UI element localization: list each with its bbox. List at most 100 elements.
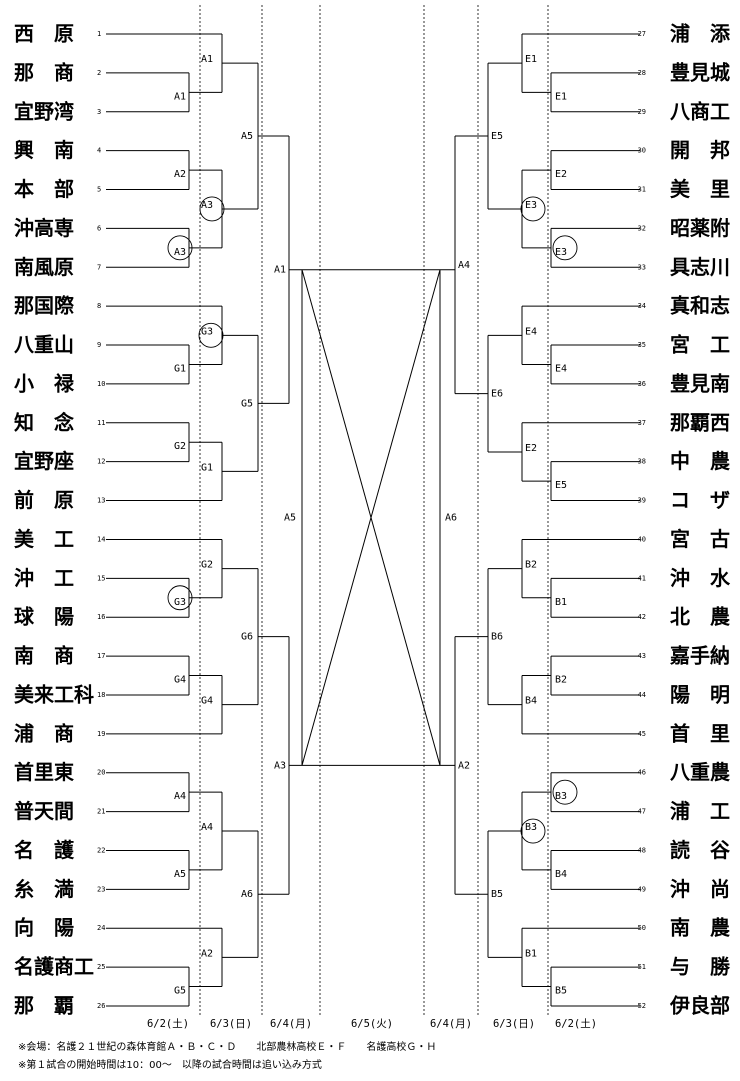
match-code-left-r1: A4	[174, 791, 186, 802]
match-code-right-r2: E3	[525, 200, 537, 211]
match-code-left-r3: G5	[241, 398, 253, 409]
match-code-right-r2: E2	[525, 443, 537, 454]
seed-number-right: 42	[638, 613, 646, 621]
match-code-left-r1: G5	[174, 986, 186, 997]
seed-number-right: 43	[638, 652, 646, 660]
match-code-right-r2: E1	[525, 54, 537, 65]
match-code-final-right: A6	[445, 513, 457, 524]
seed-number-right: 31	[638, 186, 646, 194]
seed-number-right: 40	[638, 535, 646, 543]
match-code-left-r2: A1	[201, 54, 213, 65]
match-code-right-r1: B4	[555, 869, 567, 880]
round-date-label: 6/3(日)	[210, 1018, 252, 1030]
team-name-left: 宜野座	[14, 449, 74, 473]
team-name-left: 球 陽	[14, 605, 74, 629]
seed-number-right: 37	[638, 419, 646, 427]
round-date-label: 6/4(月)	[270, 1018, 312, 1030]
team-name-left: 浦 商	[14, 721, 74, 745]
team-name-left: 普天間	[14, 799, 74, 823]
circled-marker	[520, 196, 546, 222]
match-code-left-r2: G4	[201, 696, 213, 707]
match-code-left-r3: G6	[241, 632, 253, 643]
seed-number-left: 5	[97, 186, 101, 194]
round-date-label: 6/3(日)	[493, 1018, 535, 1030]
team-name-left: 興 南	[14, 138, 74, 162]
team-name-right: 八重農	[670, 760, 730, 784]
match-code-right-r2: B4	[525, 696, 537, 707]
match-code-left-r2: A3	[201, 200, 213, 211]
match-code-right-r2: B3	[525, 822, 537, 833]
team-name-right: 沖 水	[670, 566, 731, 590]
seed-number-left: 15	[97, 574, 105, 582]
round-date-label: 6/2(土)	[147, 1017, 189, 1030]
circled-marker	[167, 585, 193, 611]
match-code-final-left: A5	[284, 513, 296, 524]
seed-number-right: 48	[638, 846, 646, 854]
team-name-right: 沖 尚	[670, 877, 730, 901]
team-name-left: 那国際	[14, 294, 75, 318]
seed-number-right: 52	[638, 1002, 646, 1010]
team-name-right: 開 邦	[670, 138, 730, 162]
team-name-right: 宮 古	[670, 527, 730, 551]
match-code-left-r1: A2	[174, 169, 186, 180]
seed-number-right: 33	[638, 263, 646, 271]
team-name-right: 伊良部	[669, 994, 730, 1018]
seed-number-left: 12	[97, 458, 105, 466]
seed-number-left: 7	[97, 263, 101, 271]
team-name-left: 首里東	[14, 760, 74, 784]
round-date-label: 6/4(月)	[430, 1018, 472, 1030]
seed-number-right: 46	[638, 769, 646, 777]
match-code-left-r2: A4	[201, 822, 213, 833]
circled-marker	[198, 322, 224, 348]
final-diagonal	[301, 269, 441, 766]
circled-marker	[552, 779, 578, 805]
seed-number-right: 49	[638, 885, 646, 893]
team-name-left: 那 商	[14, 60, 74, 84]
team-name-left: 前 原	[14, 488, 74, 512]
team-name-right: 浦 添	[670, 22, 731, 46]
team-name-left: 知 念	[14, 410, 74, 434]
match-code-left-r1: A3	[174, 247, 186, 258]
team-name-right: 陽 明	[670, 682, 730, 706]
team-name-right: 浦 工	[670, 799, 730, 823]
match-code-left-r2: A2	[201, 948, 213, 959]
team-name-left: 那 覇	[14, 994, 74, 1018]
match-code-left-r2: G3	[201, 326, 213, 337]
match-code-left-r1: G2	[174, 441, 186, 452]
team-name-left: 美来工科	[14, 682, 94, 706]
venue-note: ※会場：名護２１世紀の森体育館Ａ・Ｂ・Ｃ・Ｄ 北部農林高校Ｅ・Ｆ 名護高校Ｇ・Ｈ	[18, 1042, 437, 1053]
seed-number-left: 16	[97, 613, 105, 621]
seed-number-left: 19	[97, 730, 105, 738]
seed-number-right: 36	[638, 380, 646, 388]
team-name-right: 宮 工	[670, 333, 730, 357]
match-code-left-r2: G1	[201, 462, 213, 473]
team-name-left: 南風原	[14, 255, 74, 279]
match-code-right-r4: A2	[458, 760, 470, 771]
seed-number-left: 21	[97, 808, 105, 816]
match-code-left-r1: G4	[174, 675, 186, 686]
seed-number-right: 29	[638, 108, 646, 116]
match-code-left-r4: A3	[274, 760, 286, 771]
team-name-left: 美 工	[14, 527, 74, 551]
team-name-right: コ ザ	[670, 488, 730, 512]
round-date-label: 6/2(土)	[555, 1017, 597, 1030]
match-code-right-r2: B2	[525, 560, 537, 571]
start-time-note: ※第１試合の開始時間は10：00～ 以降の試合時間は追い込み方式	[18, 1060, 322, 1071]
team-name-right: 具志川	[670, 255, 730, 279]
team-name-right: 那覇西	[670, 410, 730, 434]
match-code-right-r1: B1	[555, 597, 567, 608]
match-code-right-r1: E5	[555, 480, 567, 491]
team-name-right: 昭薬附	[670, 216, 730, 240]
seed-number-left: 1	[97, 30, 101, 38]
seed-number-right: 47	[638, 808, 646, 816]
match-code-left-r1: A5	[174, 869, 186, 880]
team-name-right: 与 勝	[670, 955, 731, 979]
match-code-right-r2: E4	[525, 326, 537, 337]
seed-number-right: 35	[638, 341, 646, 349]
seed-number-left: 6	[97, 224, 101, 232]
seed-number-left: 11	[97, 419, 105, 427]
team-name-left: 向 陽	[14, 916, 74, 940]
team-name-right: 豊見南	[670, 371, 730, 395]
match-code-right-r4: A4	[458, 260, 470, 271]
match-code-right-r3: B5	[491, 889, 503, 900]
